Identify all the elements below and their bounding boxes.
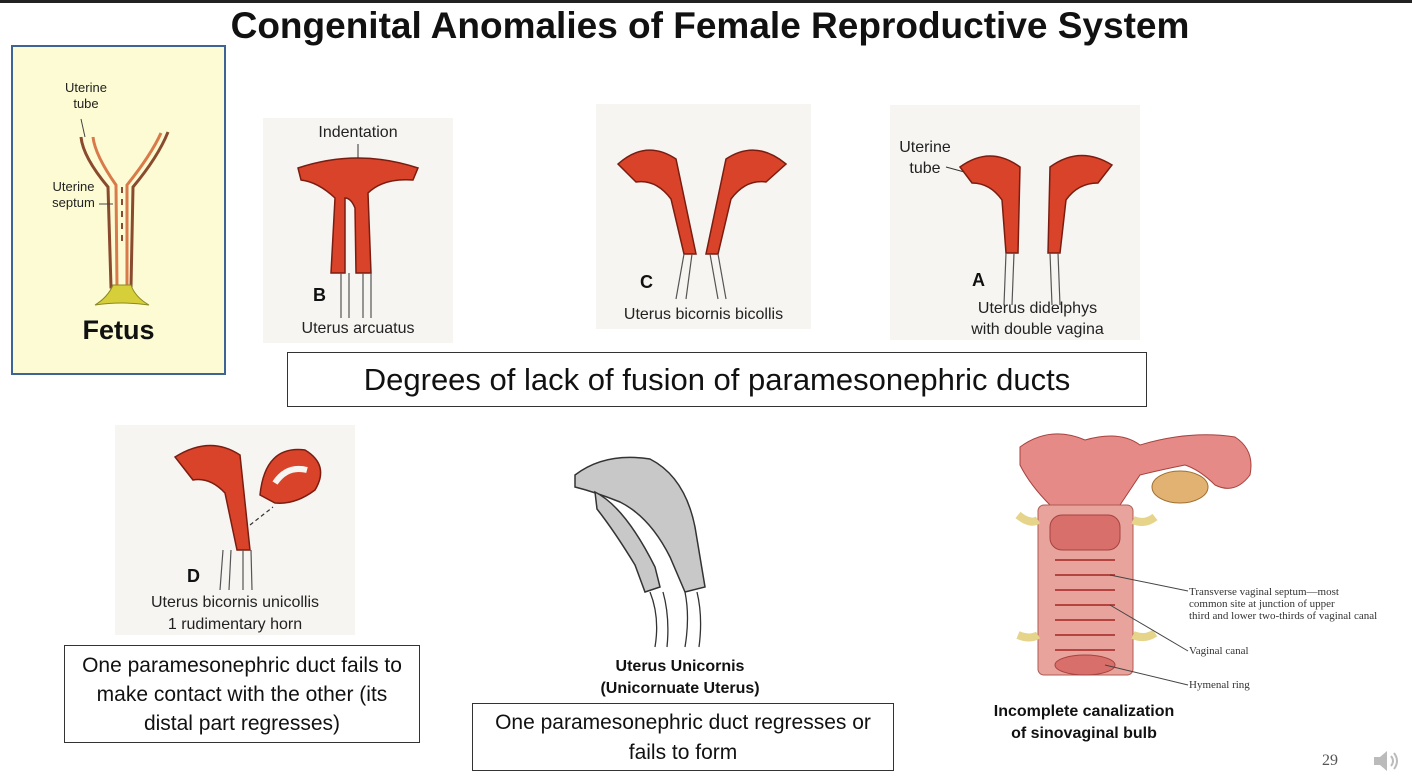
degrees-banner: Degrees of lack of fusion of paramesonep… (287, 352, 1147, 407)
panel-a-uterine-tube-label: Uterine tube (899, 139, 951, 177)
uterus-bicornis-unicollis-diagram (173, 444, 322, 591)
hymenal-ring-label: Hymenal ring (1189, 679, 1250, 691)
uterus-arcuatus-diagram (297, 144, 420, 318)
septum-label-1: Transverse vaginal septum—most common si… (1189, 586, 1412, 622)
indentation-label: Indentation (318, 124, 398, 141)
uterus-bicornis-unicollis-caption-2: 1 rudimentary horn (167, 616, 303, 633)
panel-d-letter: D (187, 566, 200, 586)
fetus-caption: Fetus (82, 315, 155, 345)
vaginal-canal-label: Vaginal canal (1189, 645, 1249, 657)
panel-c: C Uterus bicornis bicollis (596, 104, 811, 329)
uterus-didelphys-caption-1: Uterus didelphys (977, 300, 1098, 317)
uterus-unicornis-caption-1: Uterus Unicornis (615, 658, 745, 675)
uterus-arcuatus-caption: Uterus arcuatus (301, 320, 415, 337)
uterus-didelphys-diagram (945, 154, 1114, 306)
uterus-unicornis-diagram (574, 456, 706, 648)
canalization-caption-2: of sinovaginal bulb (1011, 725, 1157, 742)
uterus-bicornis-bicollis-diagram (616, 149, 788, 300)
page-number: 29 (1322, 752, 1338, 769)
top-border (0, 0, 1412, 3)
fetus-uterus-diagram (79, 118, 170, 306)
panel-a: Uterine tube A Uterus didelphys with dou… (890, 105, 1140, 340)
panel-c-letter: C (640, 272, 653, 292)
uterus-unicornis-caption-2: (Unicornuate Uterus) (600, 680, 760, 697)
speaker-icon[interactable] (1372, 748, 1402, 774)
unicornis-note: One paramesonephric duct regresses or fa… (472, 703, 894, 771)
slide-title: Congenital Anomalies of Female Reproduct… (230, 5, 1190, 46)
uterus-didelphys-caption-2: with double vagina (971, 321, 1104, 338)
panel-b-letter: B (313, 285, 326, 305)
uterus-bicornis-bicollis-caption: Uterus bicornis bicollis (623, 306, 784, 323)
septum-label-1-line1: Transverse vaginal septum—most (1189, 586, 1339, 598)
panel-d-note: One paramesonephric duct fails to make c… (64, 645, 420, 743)
septum-label-1-line3: third and lower two-thirds of vaginal ca… (1189, 610, 1378, 622)
panel-d: D Uterus bicornis unicollis 1 rudimentar… (115, 425, 355, 635)
uterine-septum-label: Uterine septum (52, 179, 95, 210)
uterine-tube-label: Uterine tube (65, 80, 107, 111)
sinovaginal-bulb-diagram (1015, 433, 1252, 686)
canalization-caption-1: Incomplete canalization (993, 703, 1175, 720)
septum-label-1-line2: common site at junction of upper (1189, 598, 1335, 610)
uterus-bicornis-unicollis-caption-1: Uterus bicornis unicollis (150, 594, 320, 611)
fetus-panel: Uterine tube Uterine septum Fetus (11, 45, 226, 375)
panel-a-letter: A (972, 270, 985, 290)
panel-b: Indentation B Uterus arcuatus (263, 118, 453, 343)
